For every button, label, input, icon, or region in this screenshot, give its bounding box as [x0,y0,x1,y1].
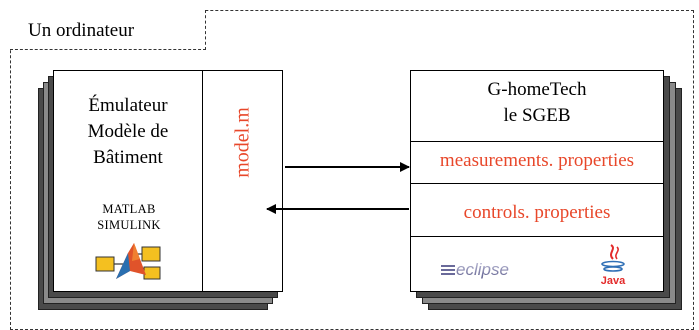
emulator-divider [202,71,203,291]
computer-label: Un ordinateur [28,20,135,41]
sgeb-title: G-homeTech le SGEB [411,77,663,129]
emulator-title-line2: Modèle de [87,121,169,142]
sgeb-divider-2 [411,183,663,184]
emulator-title: Émulateur Modèle de Bâtiment [54,93,202,171]
emulator-title-line1: Émulateur [88,95,168,116]
controls-properties-label: controls. properties [463,202,611,223]
matlab-label: MATLAB [102,202,156,216]
sgeb-divider-3 [411,236,663,237]
sgeb-box: G-homeTech le SGEB measurements. propert… [410,70,664,292]
eclipse-label: eclipse [456,260,509,279]
measurements-properties-label: measurements. properties [439,150,635,171]
matlab-logo-icon [95,243,161,280]
emulator-box: Émulateur Modèle de Bâtiment model.m MAT… [53,70,283,292]
matlab-simulink-text: MATLAB SIMULINK [84,201,174,233]
eclipse-logo-icon: eclipse [441,260,509,279]
simulink-label: SIMULINK [97,218,161,232]
sgeb-divider-1 [411,141,663,142]
emulator-title-line3: Bâtiment [93,147,163,168]
java-label: Java [601,275,626,287]
sgeb-title-line1: G-homeTech [487,79,587,100]
computer-label-tab: Un ordinateur [10,10,206,50]
sgeb-title-line2: le SGEB [503,105,571,126]
java-logo-icon: Java [601,244,626,287]
